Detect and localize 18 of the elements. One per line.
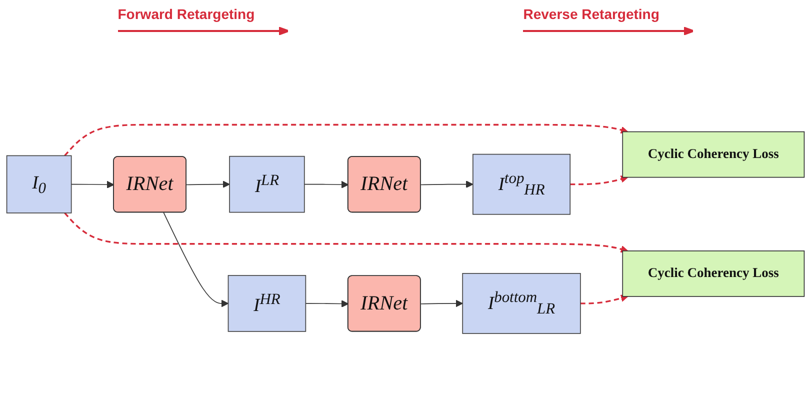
arrow — [304, 180, 349, 188]
arrow — [305, 300, 349, 308]
arrow — [64, 212, 628, 253]
arrow — [580, 294, 628, 304]
node-box: Cyclic Coherency Loss — [622, 250, 805, 297]
node-box: I$_{0}$ — [6, 155, 72, 214]
section-label: Forward Retargeting — [118, 6, 255, 22]
arrow — [70, 180, 114, 188]
arrow — [420, 300, 463, 308]
node-box: Cyclic Coherency Loss — [622, 131, 805, 178]
node-box: I$^{LR}$ — [229, 156, 305, 213]
arrow — [186, 180, 230, 188]
arrow — [570, 175, 628, 186]
arrow — [420, 180, 474, 188]
node-box: I$^{HR}$ — [228, 274, 306, 332]
arrow — [163, 212, 229, 308]
arrow — [64, 124, 628, 156]
section-label: Reverse Retargeting — [523, 6, 660, 22]
